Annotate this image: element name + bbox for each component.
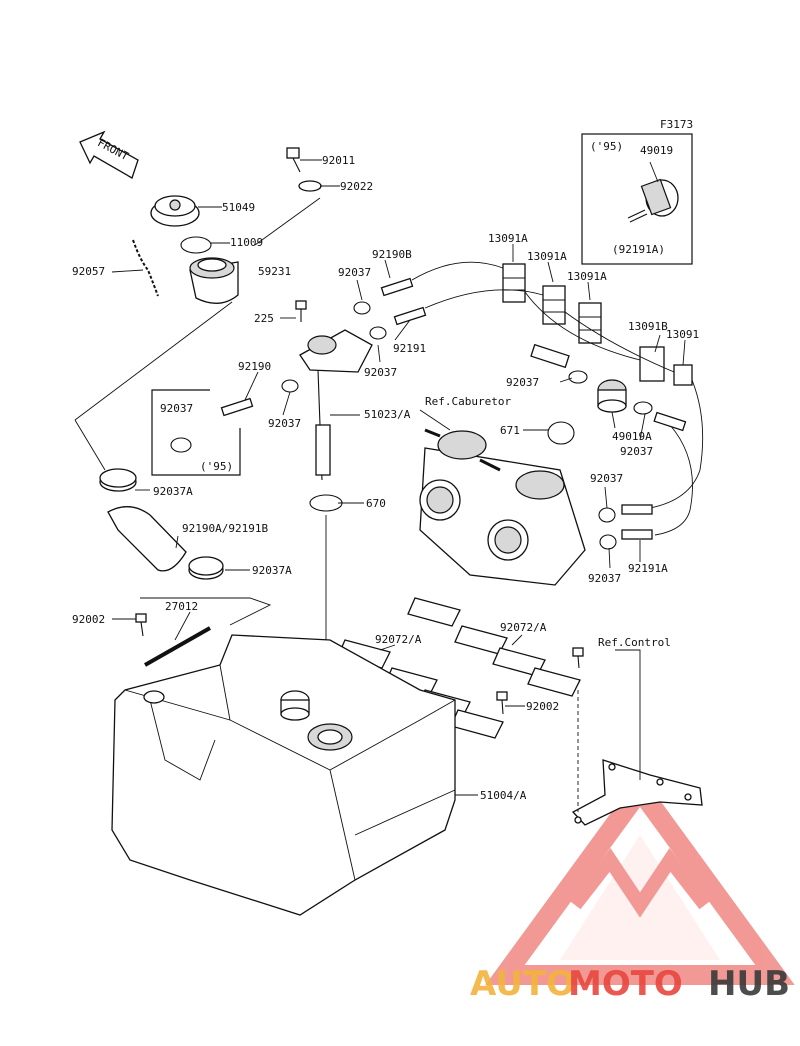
label-13091b: 13091B <box>628 320 668 333</box>
o-ring-671-icon <box>547 421 575 445</box>
clip-92037-d-icon <box>568 370 588 384</box>
inset-box-95-right <box>581 133 693 265</box>
label-92002-b: 92002 <box>526 700 559 713</box>
label-92191a-box: (92191A) <box>612 243 665 256</box>
label-ref-control: Ref.Control <box>598 636 671 649</box>
hose-92190b-icon <box>380 277 414 297</box>
label-92190: 92190 <box>238 360 271 373</box>
label-92011: 92011 <box>322 154 355 167</box>
label-49019a: 49019A <box>612 430 652 443</box>
hose-92191-icon <box>393 306 427 326</box>
clip-92037-g-icon <box>599 534 617 550</box>
washer-92022-icon <box>298 180 322 192</box>
label-92057: 92057 <box>72 265 105 278</box>
label-92072a-1: 92072/A <box>375 633 422 646</box>
part-labels: 92011 92022 51049 11009 92057 59231 9219… <box>72 140 699 802</box>
bolt-control-icon <box>572 647 584 669</box>
label-92190b: 92190B <box>372 248 412 261</box>
label-27012: 27012 <box>165 600 198 613</box>
label-ref-carburetor: Ref.Caburetor <box>425 395 511 408</box>
band-27012-icon <box>135 613 211 667</box>
diagram-code: F3173 <box>660 118 693 131</box>
label-92037-a: 92037 <box>338 266 371 279</box>
label-51049: 51049 <box>222 201 255 214</box>
clamp-92037a-2-icon <box>188 556 224 580</box>
hose-92191a-b-icon <box>621 529 653 540</box>
clamp-13091a-2-icon <box>542 285 566 325</box>
label-670: 670 <box>366 497 386 510</box>
label-92191a: 92191A <box>628 562 668 575</box>
fuel-valve-51023-icon <box>299 329 373 481</box>
label-92037a-1: 92037A <box>153 485 193 498</box>
fuel-tank-51004a-icon <box>111 634 456 916</box>
hose-92190a-icon <box>107 506 187 572</box>
label-92037-c: 92037 <box>268 417 301 430</box>
o-ring-670-icon <box>309 494 343 512</box>
hose-short-icon <box>653 411 687 432</box>
watermark-logo-icon <box>485 773 795 985</box>
clamp-13091b-icon <box>639 346 665 382</box>
label-13091a-1: 13091A <box>488 232 528 245</box>
label-92191: 92191 <box>393 342 426 355</box>
watermark-part1: AUTO <box>470 964 575 1004</box>
filler-neck-59231-icon <box>189 257 239 304</box>
label-92022: 92022 <box>340 180 373 193</box>
clamp-13091a-3-icon <box>578 302 602 344</box>
watermark-text: AUTO MOTO HUB <box>470 964 790 1004</box>
strap-92057-icon <box>132 239 159 297</box>
leader-lines <box>74 159 686 796</box>
label-92037-h: 92037 <box>588 572 621 585</box>
watermark-part3: HUB <box>708 964 790 1004</box>
hose-92191a-a-icon <box>621 504 653 515</box>
label-92037-f: 92037 <box>620 445 653 458</box>
clamp-92037a-1-icon <box>99 468 137 492</box>
pads-92072a-right-icon <box>407 597 581 697</box>
label-671: 671 <box>500 424 520 437</box>
label-13091a-3: 13091A <box>567 270 607 283</box>
bolt-225-icon <box>295 300 307 322</box>
carburetor-assembly-icon <box>419 428 586 586</box>
label-92002-a: 92002 <box>72 613 105 626</box>
label-51023a: 51023/A <box>364 408 411 421</box>
fuel-cap-51049-icon <box>150 195 200 227</box>
label-92037-g: 92037 <box>590 472 623 485</box>
bolt-92002-b-icon <box>496 691 508 715</box>
fuel-filter-49019a-icon <box>597 379 627 413</box>
clip-92037-b-icon <box>369 326 387 340</box>
label-13091a-2: 13091A <box>527 250 567 263</box>
clip-92037-a-icon <box>353 301 371 315</box>
label-92037-d: 92037 <box>160 402 193 415</box>
front-arrow-icon: FRONT <box>79 130 139 179</box>
label-51004a: 51004/A <box>480 789 527 802</box>
label-92190a-92191b: 92190A/92191B <box>182 522 268 535</box>
clamp-13091-icon <box>673 364 693 386</box>
control-bracket-icon <box>571 649 703 826</box>
label-95-left: ('95) <box>200 460 233 473</box>
clip-92037-f-icon <box>598 507 616 523</box>
o-ring-11009-icon <box>180 236 212 254</box>
label-225: 225 <box>254 312 274 325</box>
label-59231: 59231 <box>258 265 291 278</box>
label-92037a-2: 92037A <box>252 564 292 577</box>
hose-92190-icon <box>220 397 254 417</box>
label-13091: 13091 <box>666 328 699 341</box>
hose-segment-icon <box>530 343 570 369</box>
label-95-right: ('95) <box>590 140 623 153</box>
clip-92037-c-icon <box>281 379 299 393</box>
inset-box-95-left <box>151 389 241 476</box>
label-92037-e: 92037 <box>506 376 539 389</box>
watermark-part2: MOTO <box>568 964 683 1004</box>
label-92037-b: 92037 <box>364 366 397 379</box>
label-11009: 11009 <box>230 236 263 249</box>
label-92072a-2: 92072/A <box>500 621 547 634</box>
screw-92011-icon <box>286 147 301 173</box>
clip-92037-e-icon <box>633 401 653 415</box>
label-49019: 49019 <box>640 144 673 157</box>
clamp-13091a-1-icon <box>502 263 526 303</box>
